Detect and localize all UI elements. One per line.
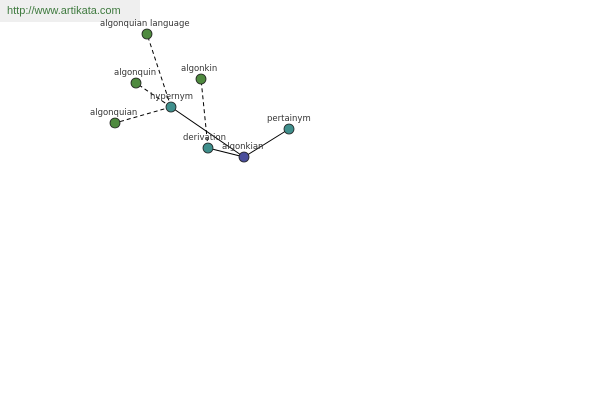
edge-algonkian-hypernym — [170, 106, 245, 158]
source-url-banner[interactable]: http://www.artikata.com — [0, 0, 140, 22]
node-label: pertainym — [267, 114, 311, 124]
node-dot[interactable] — [141, 28, 153, 40]
node-dot[interactable] — [202, 142, 214, 154]
node-dot[interactable] — [165, 101, 177, 113]
node-label: algonquin — [114, 68, 156, 78]
node-derivation[interactable]: derivation — [183, 133, 226, 154]
graph-edges — [114, 33, 290, 158]
node-algonquin[interactable]: algonquin — [114, 68, 156, 89]
edge-derivation-algonkin — [200, 78, 209, 149]
node-dot[interactable] — [195, 73, 207, 85]
edge-algonkian-pertainym — [243, 128, 290, 158]
node-label: algonkin — [181, 64, 217, 74]
node-dot[interactable] — [109, 117, 121, 129]
node-algonquian-language[interactable]: algonquian language — [100, 19, 190, 40]
node-algonquian[interactable]: algonquian — [90, 108, 137, 129]
node-hypernym[interactable]: hypernym — [150, 92, 193, 113]
node-label: hypernym — [150, 92, 193, 102]
edge-hypernym-algonquian — [114, 106, 172, 124]
node-label: derivation — [183, 133, 226, 143]
node-dot[interactable] — [283, 123, 295, 135]
node-dot[interactable] — [130, 77, 142, 89]
edge-algonkian-derivation — [207, 147, 245, 158]
node-pertainym[interactable]: pertainym — [267, 114, 311, 135]
node-dot[interactable] — [238, 151, 250, 163]
node-label: algonquian — [90, 108, 137, 118]
node-algonkin[interactable]: algonkin — [181, 64, 217, 85]
edge-hypernym-algonquian-language — [146, 33, 172, 108]
node-label: algonquian language — [100, 19, 190, 29]
edge-hypernym-algonquin — [135, 82, 172, 108]
graph-nodes: algonkian hypernym derivation pertainym algo… — [90, 19, 311, 163]
node-algonkian[interactable]: algonkian — [222, 142, 263, 163]
node-label: algonkian — [222, 142, 263, 152]
